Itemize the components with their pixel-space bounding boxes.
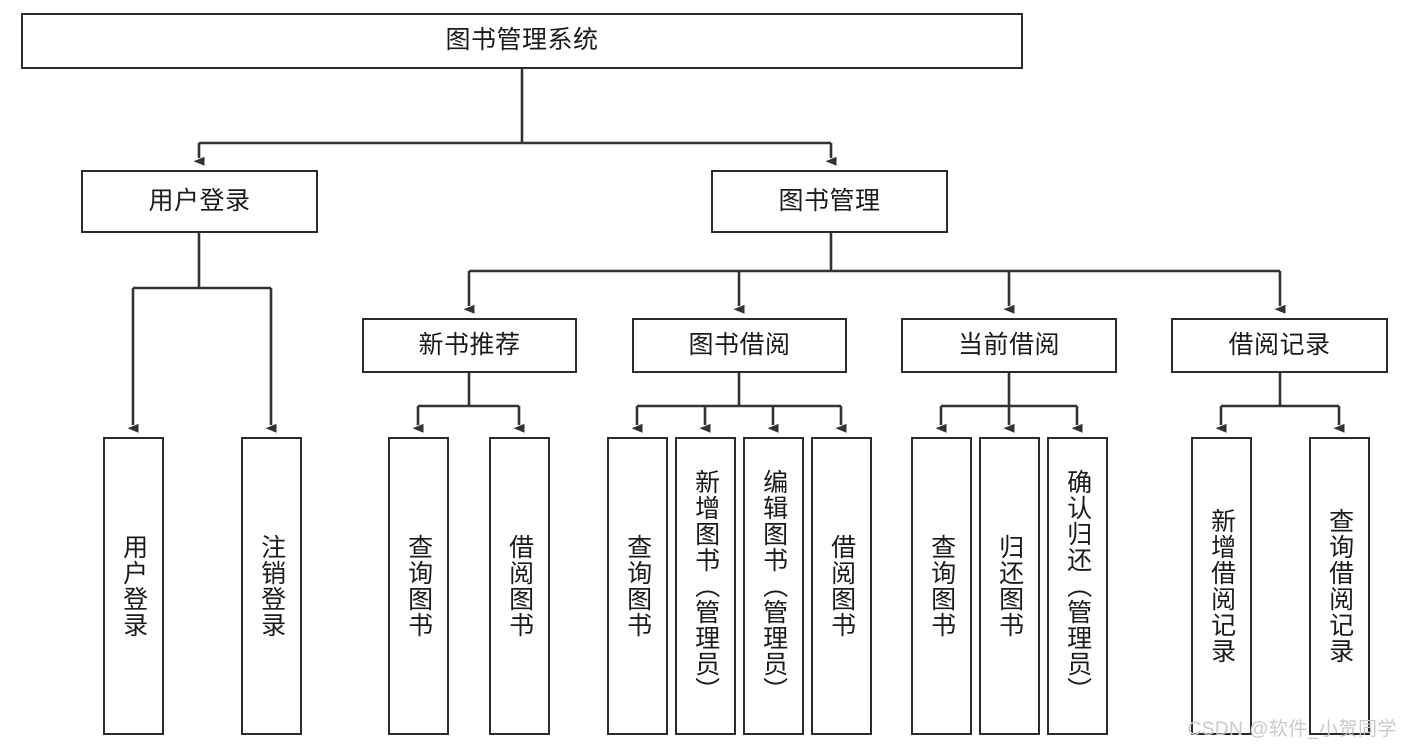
- leaf-new-book-borrow-book[interactable]: 借阅图书: [489, 437, 550, 735]
- node-label: 新增图书（管理员）: [691, 469, 720, 703]
- node-current-borrow[interactable]: 当前借阅: [901, 318, 1117, 373]
- node-book-management[interactable]: 图书管理: [711, 170, 948, 233]
- node-label: 用户登录: [119, 534, 148, 638]
- node-label: 查询借阅记录: [1325, 508, 1354, 664]
- leaf-current-borrow-return-book[interactable]: 归还图书: [979, 437, 1040, 735]
- node-label: 借阅图书: [827, 534, 856, 638]
- node-label: 图书管理: [778, 186, 881, 215]
- leaf-current-borrow-confirm-return-admin[interactable]: 确认归还（管理员）: [1047, 437, 1108, 735]
- node-label: 新增借阅记录: [1207, 508, 1236, 664]
- leaf-book-borrow-add-book-admin[interactable]: 新增图书（管理员）: [675, 437, 736, 735]
- node-label: 图书管理系统: [445, 26, 599, 55]
- leaf-user-login-logout[interactable]: 注销登录: [241, 437, 302, 735]
- node-root-book-management-system[interactable]: 图书管理系统: [21, 13, 1023, 69]
- node-new-book-recommend[interactable]: 新书推荐: [362, 318, 577, 373]
- node-book-borrow[interactable]: 图书借阅: [632, 318, 847, 373]
- node-label: 借阅图书: [505, 534, 534, 638]
- node-label: 当前借阅: [957, 330, 1060, 359]
- node-label: 确认归还（管理员）: [1063, 469, 1092, 703]
- leaf-book-borrow-borrow-book[interactable]: 借阅图书: [811, 437, 872, 735]
- leaf-borrow-record-query-record[interactable]: 查询借阅记录: [1309, 437, 1370, 735]
- node-borrow-record[interactable]: 借阅记录: [1171, 318, 1388, 373]
- node-label: 查询图书: [404, 534, 433, 638]
- node-label: 查询图书: [623, 534, 652, 638]
- leaf-current-borrow-query-book[interactable]: 查询图书: [911, 437, 972, 735]
- node-label: 图书借阅: [688, 330, 791, 359]
- leaf-user-login-login[interactable]: 用户登录: [103, 437, 164, 735]
- node-label: 用户登录: [148, 186, 251, 215]
- node-label: 编辑图书（管理员）: [759, 469, 788, 703]
- node-label: 借阅记录: [1228, 330, 1331, 359]
- leaf-new-book-query-book[interactable]: 查询图书: [388, 437, 449, 735]
- node-user-login[interactable]: 用户登录: [81, 170, 318, 233]
- leaf-book-borrow-edit-book-admin[interactable]: 编辑图书（管理员）: [743, 437, 804, 735]
- watermark-text: CSDN @软件_小贺同学: [1187, 719, 1397, 740]
- node-label: 查询图书: [927, 534, 956, 638]
- leaf-borrow-record-add-record[interactable]: 新增借阅记录: [1191, 437, 1252, 735]
- leaf-book-borrow-query-book[interactable]: 查询图书: [607, 437, 668, 735]
- node-label: 归还图书: [995, 534, 1024, 638]
- node-label: 新书推荐: [418, 330, 521, 359]
- node-label: 注销登录: [257, 534, 286, 638]
